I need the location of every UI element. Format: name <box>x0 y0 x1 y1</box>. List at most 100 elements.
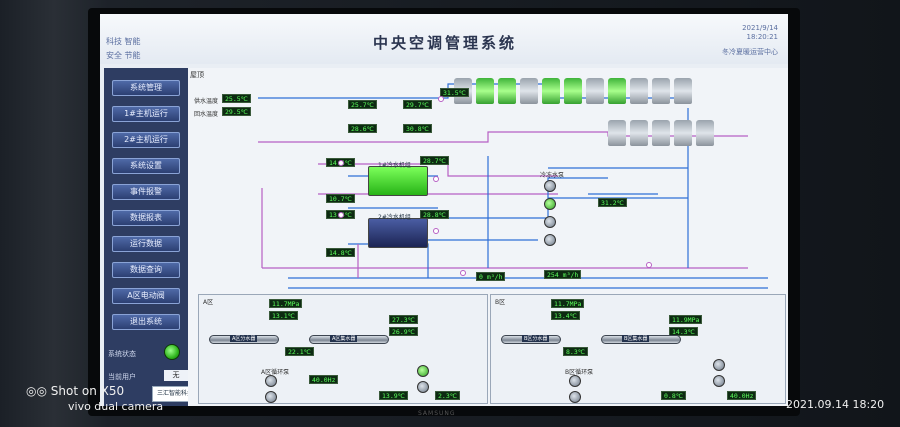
flow-readout-1: 0 m³/h <box>476 272 506 281</box>
photo-timestamp: 2021.09.14 18:20 <box>786 398 885 411</box>
zone-a-pump-3[interactable] <box>417 365 429 377</box>
chiller-1[interactable] <box>368 166 428 196</box>
valve-6[interactable] <box>460 270 466 276</box>
nav-system-manage-button[interactable]: 系统管理 <box>112 80 180 96</box>
zone-a-readout-4: 26.9℃ <box>389 327 418 336</box>
cooling-tower-5 <box>542 78 560 104</box>
chilled-pump-3[interactable] <box>544 216 556 228</box>
zone-a-pump-label: A区循环泵 <box>261 369 290 376</box>
zone-a-readout-7: 2.3℃ <box>435 391 461 400</box>
monitor-brand: SAMSUNG <box>418 410 456 417</box>
cooling-tower-9 <box>630 78 648 104</box>
cooling-tower-11 <box>674 78 692 104</box>
nav-alarm-button[interactable]: 事件报警 <box>112 184 180 200</box>
zone-a-pump-4[interactable] <box>417 381 429 393</box>
chilled-pump-2[interactable] <box>544 198 556 210</box>
cooling-tower-15 <box>674 120 692 146</box>
zone-b-readout-5: 8.3℃ <box>563 347 589 356</box>
readout-5: 31.5℃ <box>440 88 469 97</box>
readout-7: 10.7℃ <box>326 194 355 203</box>
system-status-indicator <box>164 344 180 360</box>
zone-a-distributor: A区分水器 <box>209 335 279 344</box>
zone-b: B区 11.7MPa 13.4℃ 11.9MPa 14.3℃ 8.3℃ 0.8℃… <box>490 294 786 404</box>
supply-temp-readout: 25.5℃ <box>222 94 251 103</box>
nav-chiller1-button[interactable]: 1#主机运行 <box>112 106 180 122</box>
zone-b-pump-4[interactable] <box>713 375 725 387</box>
nav-exit-button[interactable]: 退出系统 <box>112 314 180 330</box>
cooling-tower-10 <box>652 78 670 104</box>
readout-9: 28.7℃ <box>420 156 449 165</box>
slogan-2: 安全 节能 <box>106 51 141 60</box>
zone-a-collector: A区集水器 <box>309 335 389 344</box>
nav-chiller2-button[interactable]: 2#主机运行 <box>112 132 180 148</box>
current-user-value: 无 <box>164 370 188 381</box>
flow-readout-2: 254 m³/h <box>544 270 582 279</box>
section-title: 屋顶 <box>190 71 204 79</box>
valve-7[interactable] <box>646 262 652 268</box>
current-user-label: 当前用户 <box>108 373 136 381</box>
company-logo: 三汇智能科技 <box>152 386 198 402</box>
zone-a-readout-6: 13.9℃ <box>379 391 408 400</box>
slogan-1: 科技 智能 <box>106 37 141 46</box>
readout-10: 14.8℃ <box>326 248 355 257</box>
zone-b-pump-label: B区循环泵 <box>565 369 594 376</box>
readout-2: 29.7℃ <box>403 100 432 109</box>
app-title: 中央空调管理系统 <box>372 34 517 52</box>
valve-2[interactable] <box>338 160 344 166</box>
chiller-2[interactable] <box>368 218 428 248</box>
nav-system-settings-button[interactable]: 系统设置 <box>112 158 180 174</box>
zone-b-readout-3: 11.9MPa <box>669 315 703 324</box>
zone-a-readout-8: 40.0Hz <box>309 375 339 384</box>
app-header: 科技 智能 安全 节能 中央空调管理系统 2021/9/14 18:20:21 … <box>100 14 788 64</box>
zone-b-readout-7: 40.0Hz <box>727 391 757 400</box>
chilled-pump-4[interactable] <box>544 234 556 246</box>
zone-a-readout-2: 13.1℃ <box>269 311 298 320</box>
zone-b-readout-1: 11.7MPa <box>551 299 585 308</box>
readout-12: 31.2℃ <box>598 198 627 207</box>
header-clock: 18:20:21 <box>746 33 778 41</box>
cooling-tower-16 <box>696 120 714 146</box>
chilled-pump-1[interactable] <box>544 180 556 192</box>
zone-a-readout-3: 27.3℃ <box>389 315 418 324</box>
cooling-tower-8 <box>608 78 626 104</box>
return-temp-label: 回水温度 <box>194 111 219 118</box>
chiller-2-label: 2#冷水机组 <box>378 214 411 221</box>
zone-a-pump-1[interactable] <box>265 375 277 387</box>
cooling-tower-6 <box>564 78 582 104</box>
return-temp-readout: 29.5℃ <box>222 107 251 116</box>
system-status-label: 系统状态 <box>108 350 136 358</box>
valve-4[interactable] <box>338 212 344 218</box>
hvac-diagram: 屋顶 供水温度 25.5℃ 回水温度 29.5℃ <box>188 68 788 406</box>
readout-4: 30.8℃ <box>403 124 432 133</box>
nav-report-button[interactable]: 数据报表 <box>112 210 180 226</box>
sidebar: 系统管理 1#主机运行 2#主机运行 系统设置 事件报警 数据报表 运行数据 数… <box>104 68 198 406</box>
cooling-tower-14 <box>652 120 670 146</box>
readout-11: 28.8℃ <box>420 210 449 219</box>
nav-zone-a-valve-button[interactable]: A区电动阀 <box>112 288 180 304</box>
camera-watermark-line1: ◎◎ Shot on X50 <box>26 384 125 398</box>
cooling-tower-4 <box>520 78 538 104</box>
zone-a-readout-5: 22.1℃ <box>285 347 314 356</box>
zone-b-pump-1[interactable] <box>569 375 581 387</box>
zone-b-pump-2[interactable] <box>569 391 581 403</box>
camera-watermark-line2: vivo dual camera <box>68 400 164 413</box>
zone-a-pump-2[interactable] <box>265 391 277 403</box>
cooling-tower-13 <box>630 120 648 146</box>
monitor-screen: 科技 智能 安全 节能 中央空调管理系统 2021/9/14 18:20:21 … <box>100 14 788 406</box>
valve-5[interactable] <box>433 228 439 234</box>
zone-b-readout-2: 13.4℃ <box>551 311 580 320</box>
header-org: 冬冷夏暖运营中心 <box>722 48 778 56</box>
pump-group-label: 冷冻水泵 <box>540 172 565 179</box>
readout-3: 28.6℃ <box>348 124 377 133</box>
readout-1: 25.7℃ <box>348 100 377 109</box>
zone-b-pump-3[interactable] <box>713 359 725 371</box>
chiller-1-label: 1#冷水机组 <box>378 162 411 169</box>
valve-1[interactable] <box>438 96 444 102</box>
zone-b-readout-6: 0.8℃ <box>661 391 687 400</box>
nav-run-data-button[interactable]: 运行数据 <box>112 236 180 252</box>
supply-temp-label: 供水温度 <box>194 98 219 105</box>
header-date: 2021/9/14 <box>742 24 778 32</box>
valve-3[interactable] <box>433 176 439 182</box>
cooling-tower-7 <box>586 78 604 104</box>
nav-query-button[interactable]: 数据查询 <box>112 262 180 278</box>
